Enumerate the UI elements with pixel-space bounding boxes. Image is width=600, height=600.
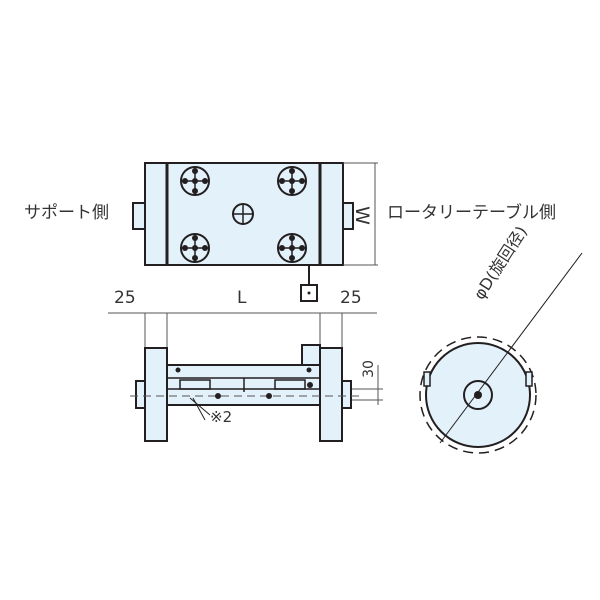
height-dimension-label: 30	[360, 360, 377, 378]
rotary-table-side-label: ロータリーテーブル側	[387, 203, 556, 223]
top-view	[132, 162, 378, 302]
side-view	[419, 252, 583, 454]
right-offset-dimension-label: 25	[340, 288, 362, 308]
length-dimension-label: L	[237, 288, 247, 308]
note-2-label: ※2	[210, 408, 233, 426]
width-dimension-label: W	[350, 206, 373, 225]
support-side-label: サポート側	[24, 203, 109, 223]
left-offset-dimension-label: 25	[114, 288, 136, 308]
front-view	[108, 312, 383, 442]
